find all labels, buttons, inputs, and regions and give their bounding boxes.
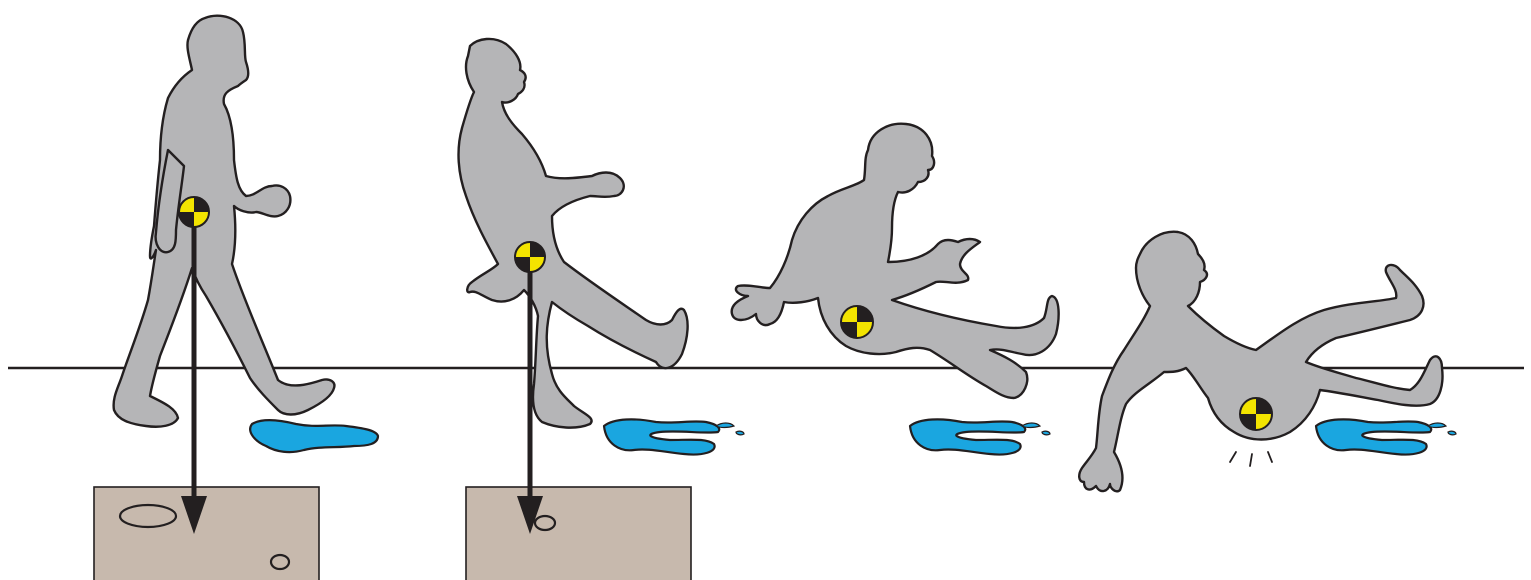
- slipper-silhouette: [459, 39, 688, 428]
- figure-walking: [114, 16, 378, 534]
- figure-slipping: [459, 39, 744, 534]
- water-splash-3b: [1042, 431, 1050, 435]
- water-splash-4b: [1448, 431, 1456, 435]
- water-puddle-1: [250, 420, 378, 452]
- water-puddle-3: [910, 419, 1025, 454]
- water-splash-2b: [736, 431, 744, 435]
- figure-impact: [1079, 232, 1456, 492]
- figure-airborne: [732, 124, 1059, 455]
- water-puddle-2: [604, 419, 719, 454]
- cg-marker-1: [179, 197, 209, 227]
- water-splash-4a: [1428, 423, 1446, 428]
- airborne-silhouette: [732, 124, 1059, 398]
- water-splash-2a: [716, 423, 734, 428]
- pebble-small: [271, 555, 289, 569]
- cg-marker-4: [1240, 398, 1272, 430]
- impact-lines: [1230, 452, 1272, 466]
- walker-silhouette: [114, 16, 335, 427]
- cg-marker-2: [515, 242, 545, 272]
- pebble-flattened: [535, 516, 555, 530]
- pebble-large: [120, 505, 176, 527]
- water-puddle-4: [1316, 419, 1431, 454]
- cg-marker-3: [841, 306, 873, 338]
- water-splash-3a: [1022, 423, 1040, 428]
- support-box-2: [466, 487, 691, 580]
